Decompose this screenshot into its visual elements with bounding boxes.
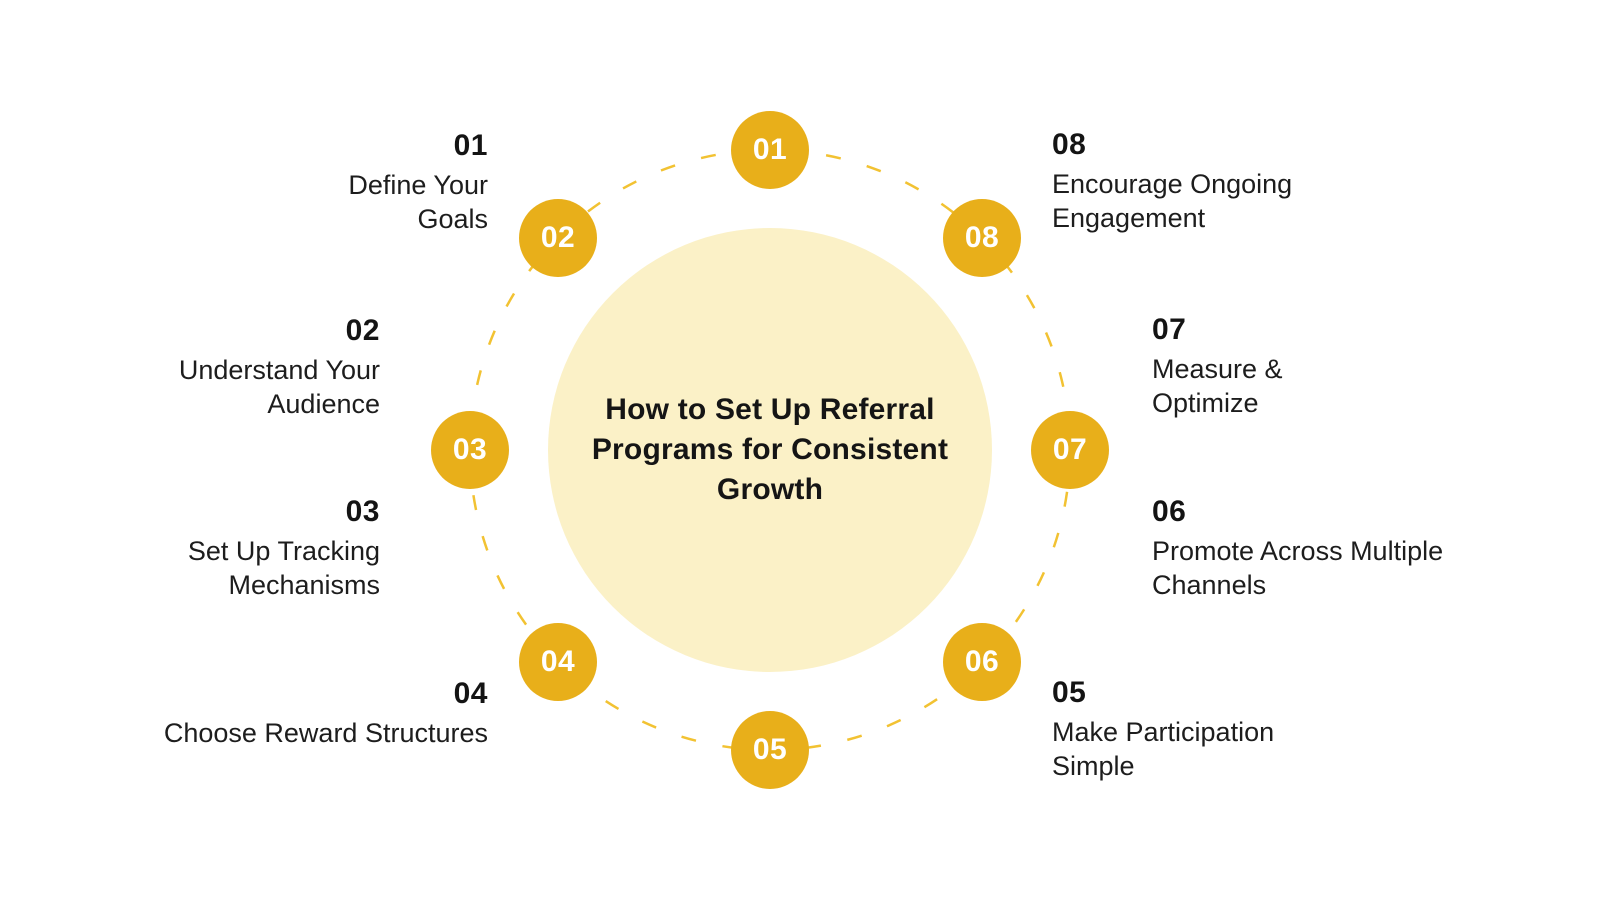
step-item-02: 02 Understand Your Audience [165,312,380,421]
badge-01-number: 01 [752,133,788,166]
step-02-label: Understand Your Audience [178,355,380,419]
step-05-label: Make Participation Simple [1052,717,1275,781]
badge-05: 05 [731,711,809,789]
step-item-04: 04 Choose Reward Structures [128,675,488,750]
badge-03-number: 03 [452,433,488,466]
step-item-06: 06 Promote Across Multiple Channels [1152,493,1472,602]
step-05-number: 05 [1052,676,1087,709]
step-07-label: Measure & Optimize [1152,354,1283,418]
badge-04: 04 [519,623,597,701]
step-03-label: Set Up Tracking Mechanisms [187,536,380,600]
step-item-05: 05 Make Participation Simple [1052,674,1292,783]
step-03-number: 03 [345,495,380,528]
step-06-number: 06 [1152,495,1187,528]
badge-01: 01 [731,111,809,189]
badge-07-number: 07 [1052,433,1088,466]
step-item-08: 08 Encourage Ongoing Engagement [1052,126,1312,235]
badge-06: 06 [943,623,1021,701]
badge-08-number: 08 [964,221,1000,254]
badge-05-number: 05 [752,733,788,766]
badge-06-number: 06 [964,645,1000,678]
step-08-label: Encourage Ongoing Engagement [1052,169,1293,233]
badge-04-number: 04 [540,645,576,678]
step-01-label: Define Your Goals [348,170,488,234]
badge-02: 02 [519,199,597,277]
step-04-number: 04 [453,677,488,710]
page-title: How to Set Up Referral Programs for Cons… [591,393,949,506]
center-circle: How to Set Up Referral Programs for Cons… [548,228,992,672]
badge-07: 07 [1031,411,1109,489]
step-04-label: Choose Reward Structures [163,718,488,748]
badge-03: 03 [431,411,509,489]
step-01-number: 01 [453,129,488,162]
badge-02-number: 02 [540,221,576,254]
step-07-number: 07 [1152,313,1187,346]
step-06-label: Promote Across Multiple Channels [1152,536,1444,600]
step-item-07: 07 Measure & Optimize [1152,311,1302,420]
step-02-number: 02 [345,314,380,347]
badge-08: 08 [943,199,1021,277]
step-08-number: 08 [1052,128,1087,161]
step-item-01: 01 Define Your Goals [328,127,488,236]
step-item-03: 03 Set Up Tracking Mechanisms [165,493,380,602]
